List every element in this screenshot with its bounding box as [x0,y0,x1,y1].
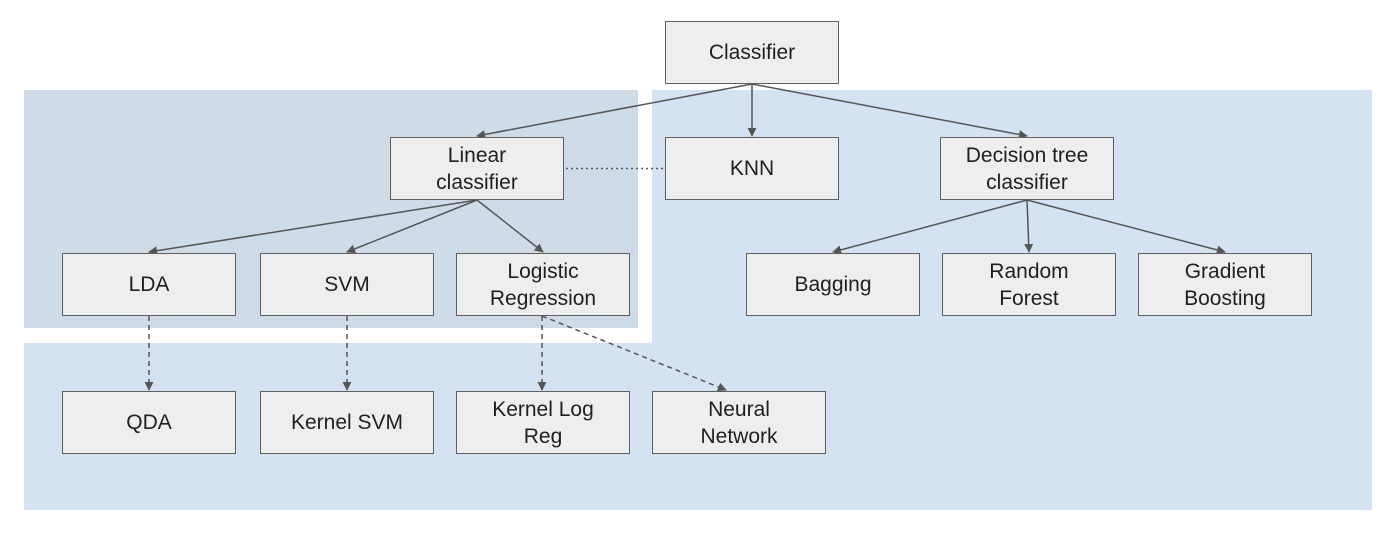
node-qda: QDA [62,391,236,454]
node-knn: KNN [665,137,839,200]
node-decision-tree-classifier: Decision tree classifier [940,137,1114,200]
edge-decision-tree-to-random-forest [1024,199,1034,253]
edge-linear-to-logistic [476,199,544,253]
node-kernel-svm: Kernel SVM [260,391,434,454]
edge-logistic-to-neural-network [541,315,727,392]
node-bagging: Bagging [746,253,920,316]
edge-decision-tree-to-gradient-boosting [1026,199,1226,255]
node-classifier: Classifier [665,21,839,84]
node-gradient-boosting: Gradient Boosting [1138,253,1312,316]
node-random-forest: Random Forest [942,253,1116,316]
edge-linear-to-svm [346,199,478,254]
node-neural-network: Neural Network [652,391,826,454]
edge-linear-to-lda [148,199,478,256]
edge-decision-tree-to-bagging [832,199,1028,255]
node-svm: SVM [260,253,434,316]
edge-classifier-to-decision-tree [751,83,1028,139]
edge-classifier-to-linear [476,83,753,139]
node-lda: LDA [62,253,236,316]
node-linear-classifier: Linear classifier [390,137,564,200]
node-kernel-log-reg: Kernel Log Reg [456,391,630,454]
node-logistic-regression: Logistic Regression [456,253,630,316]
